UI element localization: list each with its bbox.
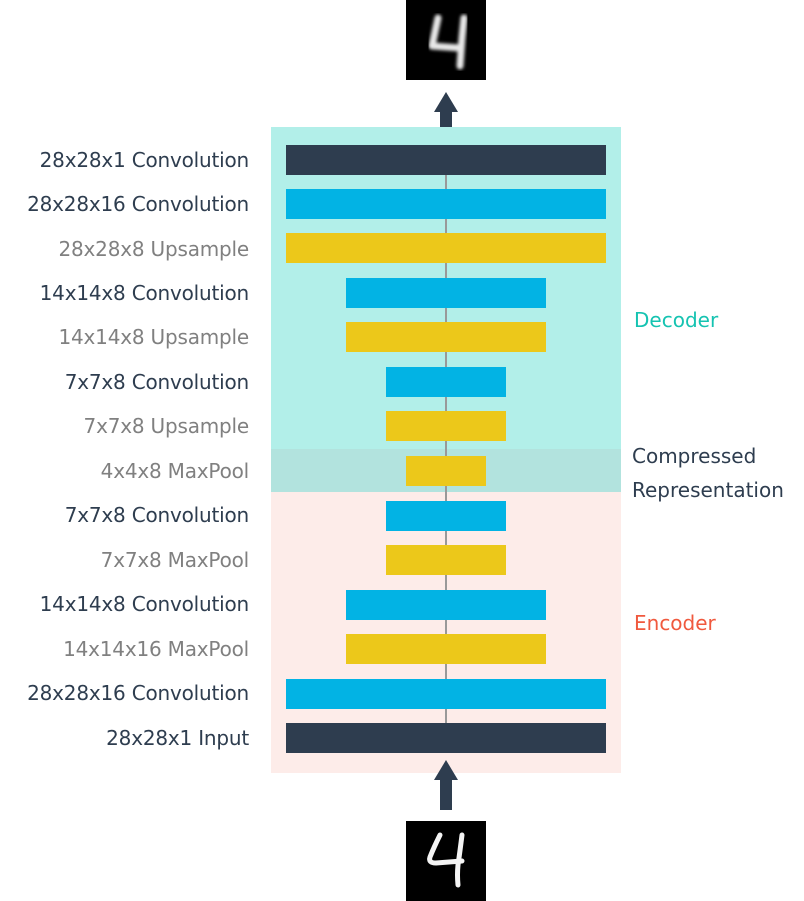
layer-bar-upsample	[386, 411, 506, 441]
layer-label: 7x7x8 Convolution	[64, 503, 249, 527]
layer-bar-conv	[286, 189, 606, 219]
layer-label: 28x28x1 Convolution	[39, 148, 250, 172]
layer-label: 14x14x16 MaxPool	[63, 637, 249, 661]
input-arrow-icon	[434, 760, 458, 810]
layer-label: 14x14x8 Convolution	[39, 592, 250, 616]
layer-label: 7x7x8 MaxPool	[100, 548, 250, 572]
compressed-representation-label: Compressed Representation	[632, 444, 784, 502]
layer-label: 7x7x8 Convolution	[64, 370, 249, 394]
layer-bar-conv	[286, 679, 606, 709]
decoder-label: Decoder	[634, 308, 719, 332]
layer-bar-conv	[386, 367, 506, 397]
input-digit-image	[406, 821, 486, 901]
layer-bar-maxpool	[346, 634, 546, 664]
layer-bar-conv	[346, 590, 546, 620]
output-digit-image	[406, 0, 486, 80]
layer-bar-conv	[386, 501, 506, 531]
layer-label: 28x28x16 Convolution	[27, 192, 249, 216]
layer-bar-output-conv	[286, 145, 606, 175]
layer-label: 7x7x8 Upsample	[83, 414, 250, 438]
layer-label: 28x28x8 Upsample	[58, 237, 249, 261]
output-arrow-icon	[434, 92, 458, 128]
layer-bar-input	[286, 723, 606, 753]
layer-bar-upsample	[346, 322, 546, 352]
layer-bar-upsample	[286, 233, 606, 263]
layer-label: 4x4x8 MaxPool	[100, 459, 250, 483]
layer-label: 14x14x8 Upsample	[58, 325, 249, 349]
layer-label: 28x28x16 Convolution	[27, 681, 249, 705]
layer-bar-conv	[346, 278, 546, 308]
layer-label: 14x14x8 Convolution	[39, 281, 250, 305]
layer-bar-maxpool-bottleneck	[406, 456, 486, 486]
layer-bar-maxpool	[386, 545, 506, 575]
layer-label: 28x28x1 Input	[106, 726, 249, 750]
encoder-label: Encoder	[634, 611, 716, 635]
connector-line	[445, 160, 447, 740]
